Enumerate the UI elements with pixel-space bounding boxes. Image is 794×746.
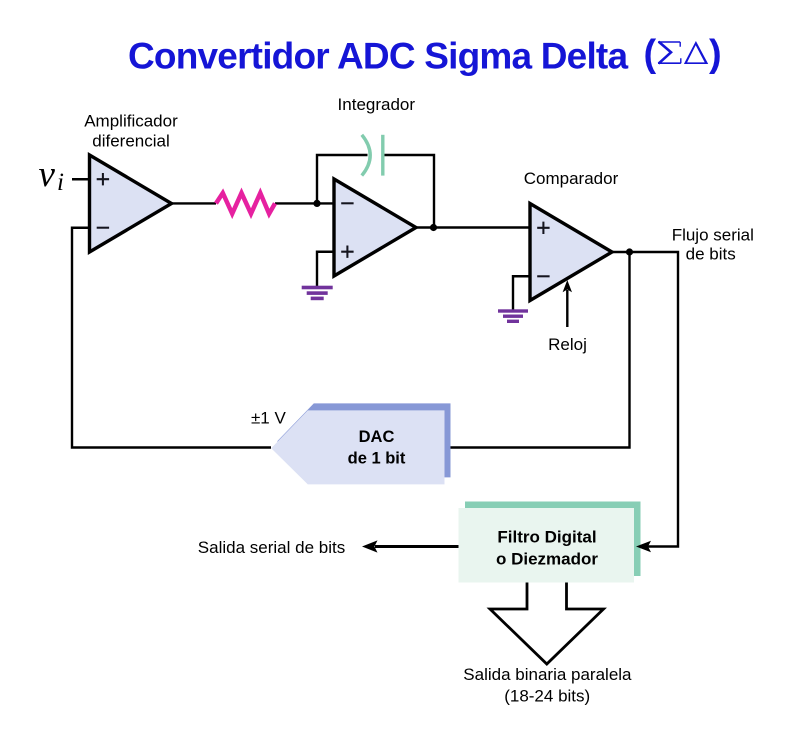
svg-text:Reloj: Reloj	[548, 335, 587, 354]
svg-text:de bits: de bits	[686, 244, 736, 263]
svg-text:Integrador: Integrador	[338, 95, 416, 114]
svg-text:Salida binaria paralela: Salida binaria paralela	[463, 665, 632, 684]
svg-text:DAC: DAC	[359, 428, 395, 446]
svg-text:Flujo serial: Flujo serial	[672, 225, 754, 244]
svg-text:): )	[709, 33, 722, 75]
svg-text:o Diezmador: o Diezmador	[496, 549, 598, 568]
svg-text:diferencial: diferencial	[92, 132, 170, 151]
svg-text:Comparador: Comparador	[524, 169, 619, 188]
svg-text:Filtro Digital: Filtro Digital	[497, 528, 596, 547]
svg-text:(: (	[644, 33, 657, 75]
svg-text:(18-24 bits): (18-24 bits)	[504, 687, 590, 706]
svg-text:Convertidor ADC Sigma Delta: Convertidor ADC Sigma Delta	[128, 35, 628, 76]
svg-text:±1 V: ±1 V	[251, 408, 287, 427]
svg-text:de 1 bit: de 1 bit	[348, 450, 406, 468]
svg-text:Amplificador: Amplificador	[84, 112, 178, 131]
svg-text:Salida serial de bits: Salida serial de bits	[198, 538, 345, 557]
